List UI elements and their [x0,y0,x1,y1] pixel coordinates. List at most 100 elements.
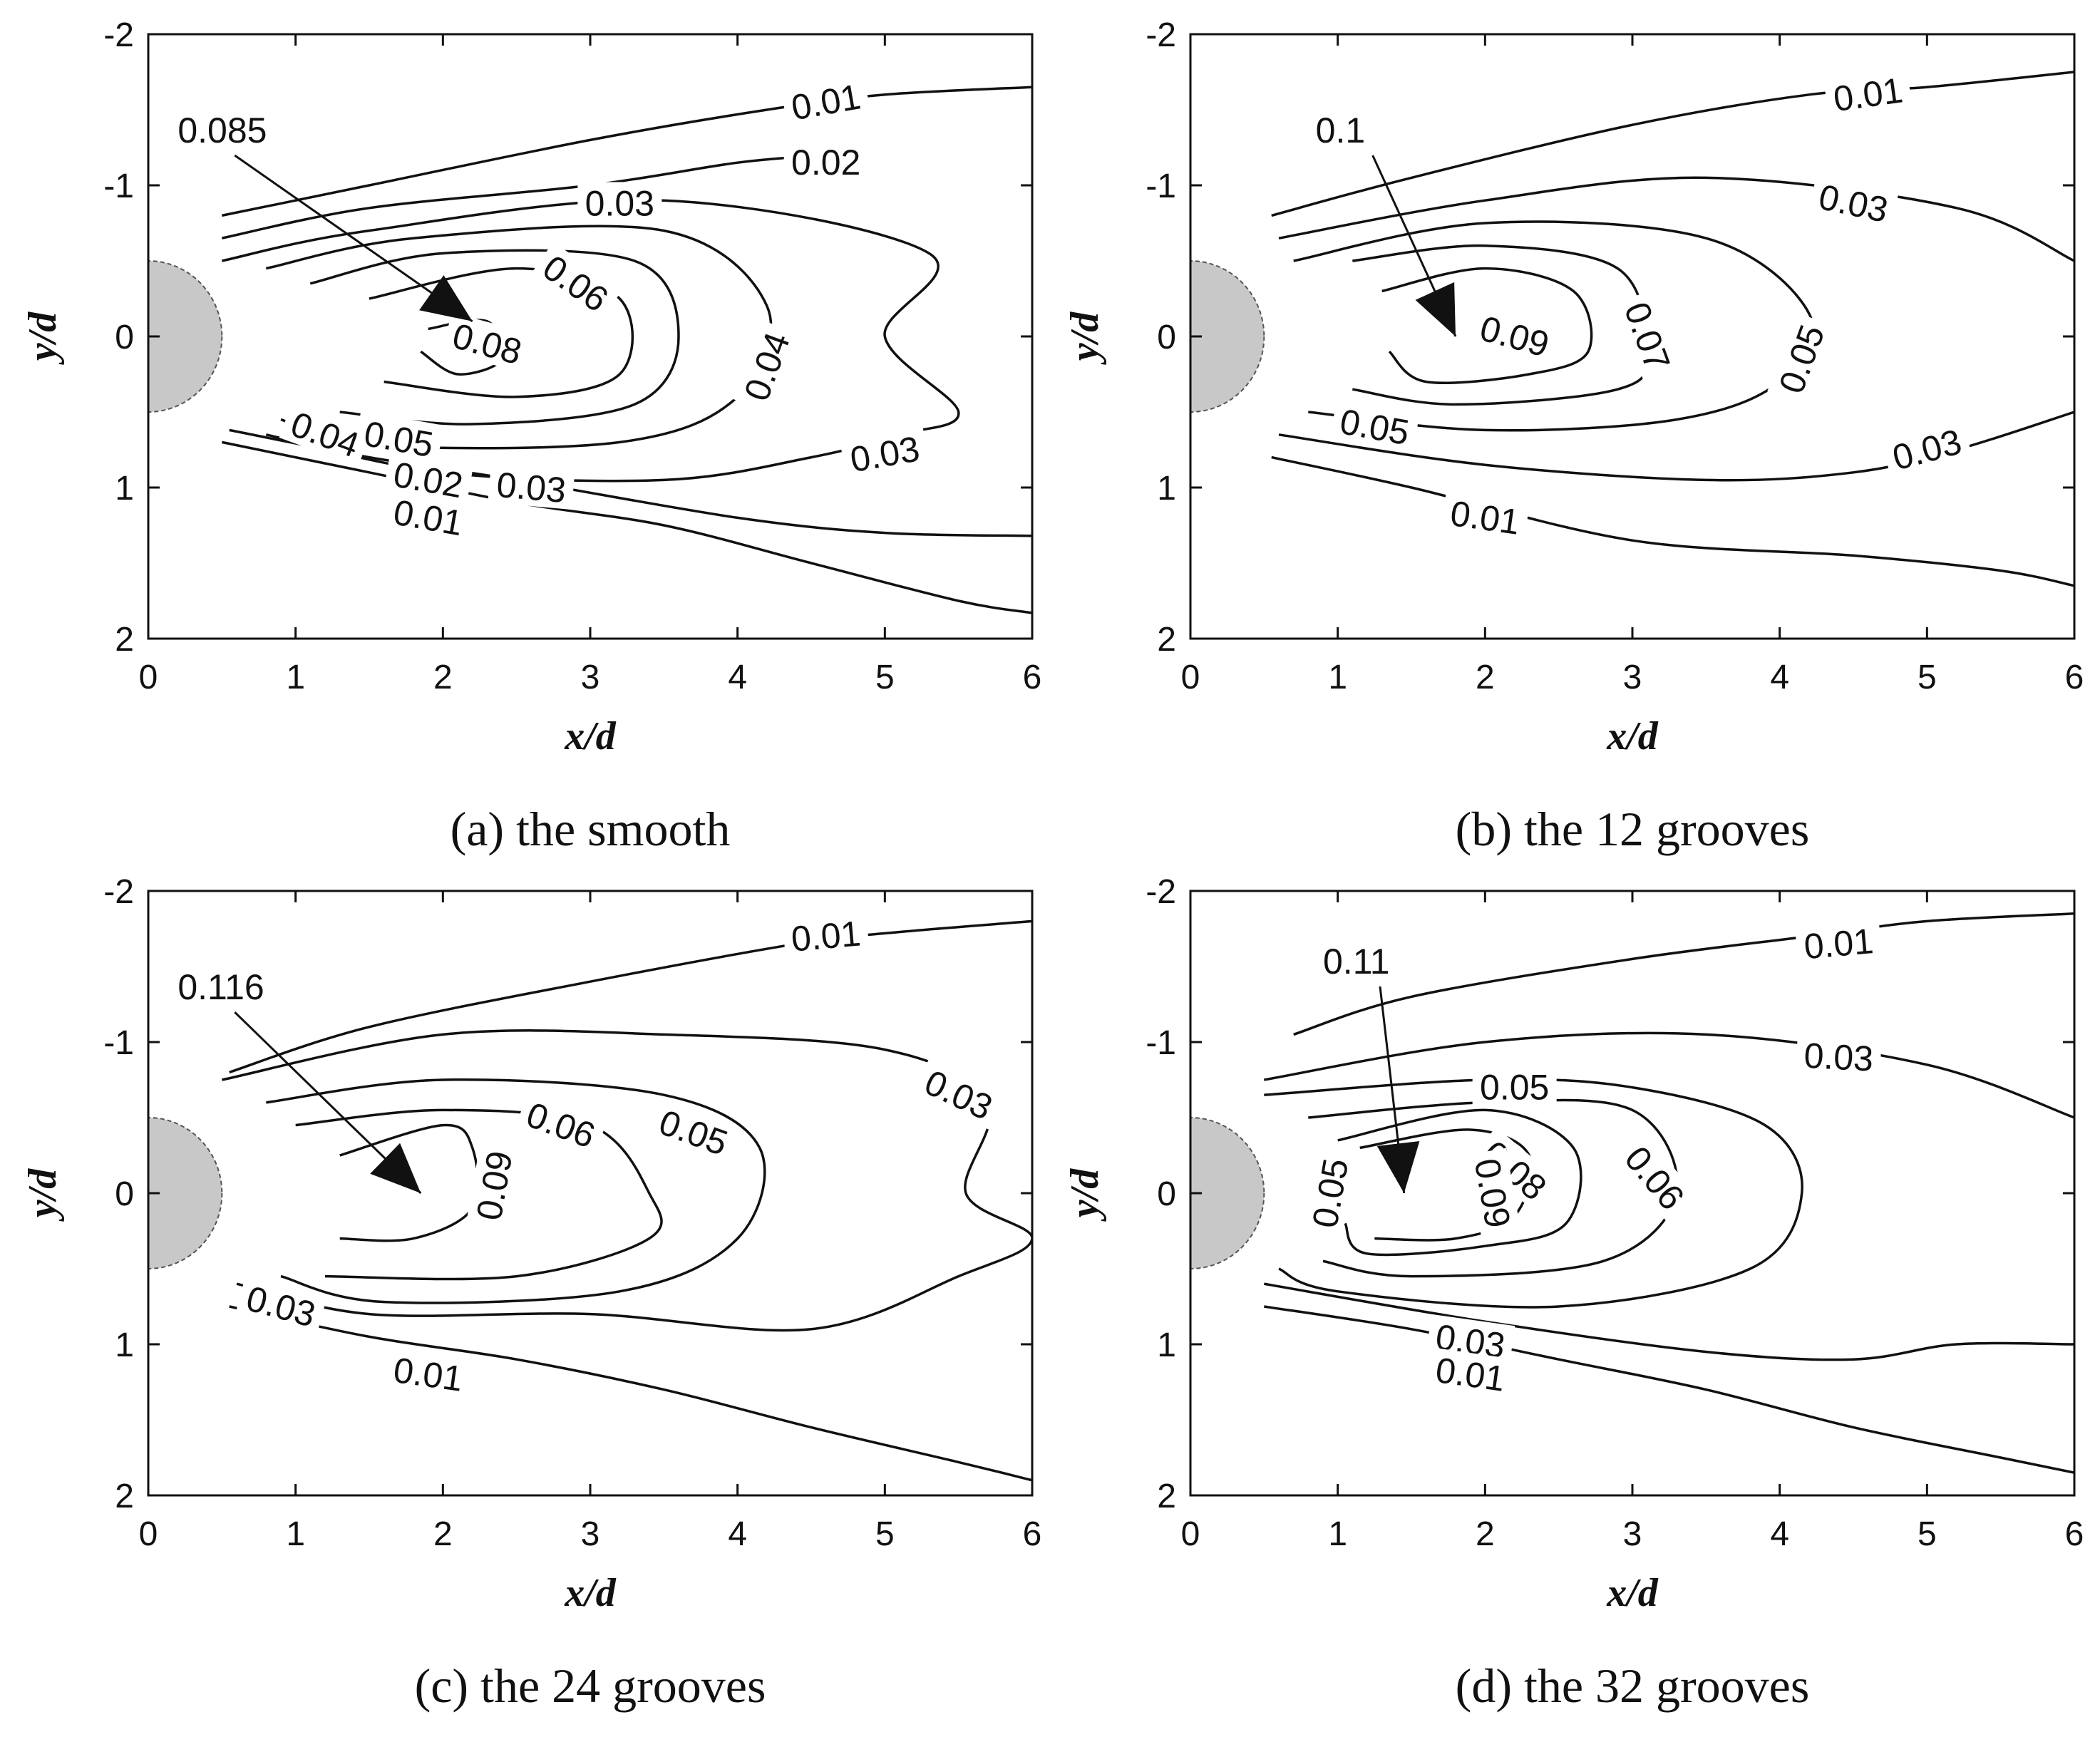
chart-0-contour-label-1: 0.02 [791,143,860,182]
chart-1-contour-0 [1271,71,2074,217]
chart-3-contour-label-0: 0.01 [1802,921,1875,967]
chart-3-contour-label-bg-6 [1613,1132,1698,1222]
chart-2-contour-label-0: 0.01 [790,913,863,959]
chart-2-x-tick-label-0: 0 [139,1515,158,1553]
chart-1-y-tick-label-4: 2 [1157,621,1176,659]
chart-3-y-tick-label-1: -1 [1146,1024,1176,1062]
chart-3-contour-label-bg-3 [1302,1148,1357,1238]
chart-1-contour-label-group-1: 0.03 [1808,173,1899,231]
chart-0-contour-label-bg-6 [279,400,372,467]
chart-2-x-tick-label-2: 2 [433,1515,453,1553]
chart-2-contour-label-bg-3 [647,1098,741,1165]
chart-3-peak-label: 0.11 [1323,942,1390,981]
chart-2-y-tick-label-4: 2 [115,1478,134,1515]
chart-0-y-tick-label-1: -1 [103,168,134,205]
chart-3-contour-label-bg-8 [1426,1347,1515,1399]
chart-2-contour-label-group-0: 0.01 [782,911,870,959]
chart-1-x-tick-label-2: 2 [1476,659,1495,696]
chart-3-contour-2 [1264,1031,2074,1119]
chart-2-x-tick-label-5: 5 [875,1515,895,1553]
chart-0-contour-label-bg-9 [488,462,575,510]
chart-1-contour-label-group-4: 0.05 [1767,312,1834,406]
chart-1-contour-label-bg-2 [1468,304,1561,366]
chart-0-contour-label-bg-3 [530,242,622,323]
chart-3-y-axis-label: y/d [1063,1168,1107,1222]
chart-1-contour-label-0: 0.01 [1831,70,1905,119]
chart-1-x-tick-label-6: 6 [2065,659,2084,696]
chart-1-contour-label-group-2: 0.09 [1468,304,1561,366]
chart-0-contour-label-bg-10 [384,489,473,544]
chart-0-contour-1 [221,440,1032,614]
chart-3-x-tick-label-4: 4 [1770,1515,1789,1553]
chart-3-y-tick-label-0: -2 [1146,873,1176,911]
chart-2-y-tick-label-3: 1 [115,1326,134,1364]
chart-2-peak-arrow-head [370,1143,421,1193]
chart-2-contour-label-group-5: 0.03 [235,1274,327,1336]
chart-1-x-tick-label-0: 0 [1181,659,1200,696]
chart-2-x-tick-label-6: 6 [1023,1515,1042,1553]
chart-0-y-tick-label-2: 0 [115,319,134,356]
chart-1-contour-label-6: 0.03 [1888,421,1966,478]
chart-1-contour-label-bg-5 [1329,398,1420,453]
chart-1-peak-label: 0.1 [1316,110,1366,150]
chart-2-y-tick-label-2: 0 [115,1175,134,1213]
chart-2-contour-4 [295,1108,663,1281]
chart-1-y-tick-label-3: 1 [1157,470,1176,507]
chart-2-contour-label-bg-0 [782,911,870,959]
chart-1-x-axis-label: x/d [1606,714,1659,758]
chart-0-contour-label-group-2: 0.03 [577,182,662,223]
chart-0-frame [147,33,1034,640]
chart-3-x-tick-label-2: 2 [1476,1515,1495,1553]
chart-0-x-tick-label-1: 1 [286,659,305,696]
chart-2-contour-label-bg-4 [465,1140,520,1231]
chart-0-contour-label-bg-5 [732,319,799,413]
chart-2-contour-label-bg-6 [384,1347,473,1399]
chart-0-contour-label-group-5: 0.04 [732,319,799,413]
chart-1-contour-label-bg-0 [1823,67,1913,119]
chart-3-contour-3 [1264,1282,2074,1361]
chart-3-x-tick-label-3: 3 [1623,1515,1642,1553]
chart-0-contour-7 [369,267,634,398]
chart-2-x-tick-label-4: 4 [728,1515,747,1553]
chart-2-contour-0 [229,919,1032,1074]
chart-2-contour-label-3: 0.05 [654,1102,733,1163]
chart-3-contour-label-group-2: 0.05 [1472,1066,1557,1108]
chart-1-contour-label-group-6: 0.03 [1880,418,1973,479]
chart-0-contour-label-bg-7 [354,411,444,465]
chart-0-contour-label-group-1: 0.02 [783,141,868,182]
chart-1-contour-label-7: 0.01 [1448,493,1522,542]
chart-0-contour-label-group-11: 0.03 [840,426,930,480]
chart-2-contour-label-group-3: 0.05 [647,1098,741,1165]
chart-1-x-tick-label-1: 1 [1328,659,1347,696]
chart-3-contour-label-8: 0.01 [1434,1350,1508,1399]
chart-1-contour-label-3: 0.07 [1617,297,1678,376]
chart-1-contour-label-1: 0.03 [1816,177,1892,230]
chart-1-x-tick-label-5: 5 [1918,659,1937,696]
chart-0-y-tick-label-3: 1 [115,470,134,507]
chart-2-contour-label-2: 0.06 [521,1095,600,1156]
chart-3-x-axis-label: x/d [1606,1571,1659,1615]
chart-0-contour-label-group-0: 0.01 [781,73,871,128]
chart-3-contour-label-bg-4 [1470,1127,1561,1212]
chart-1-contour-label-bg-3 [1615,289,1682,383]
chart-3-contour-label-bg-2 [1472,1066,1557,1106]
chart-0-contour-label-bg-8 [384,451,473,506]
chart-1-contour-label-bg-6 [1880,418,1973,479]
chart-0-x-tick-label-4: 4 [728,659,747,696]
chart-0-contour-label-0: 0.01 [788,76,864,128]
chart-1-y-tick-label-1: -1 [1146,168,1176,205]
chart-0-x-tick-label-5: 5 [875,659,895,696]
chart-0-cylinder [148,260,223,413]
chart-3-cylinder [1190,1117,1265,1269]
chart-3-contour-label-bg-1 [1796,1034,1882,1078]
chart-3-contour-label-group-8: 0.01 [1426,1347,1515,1399]
chart-0-contour-label-bg-4 [441,312,534,373]
chart-1-contour-label-bg-4 [1767,312,1834,406]
